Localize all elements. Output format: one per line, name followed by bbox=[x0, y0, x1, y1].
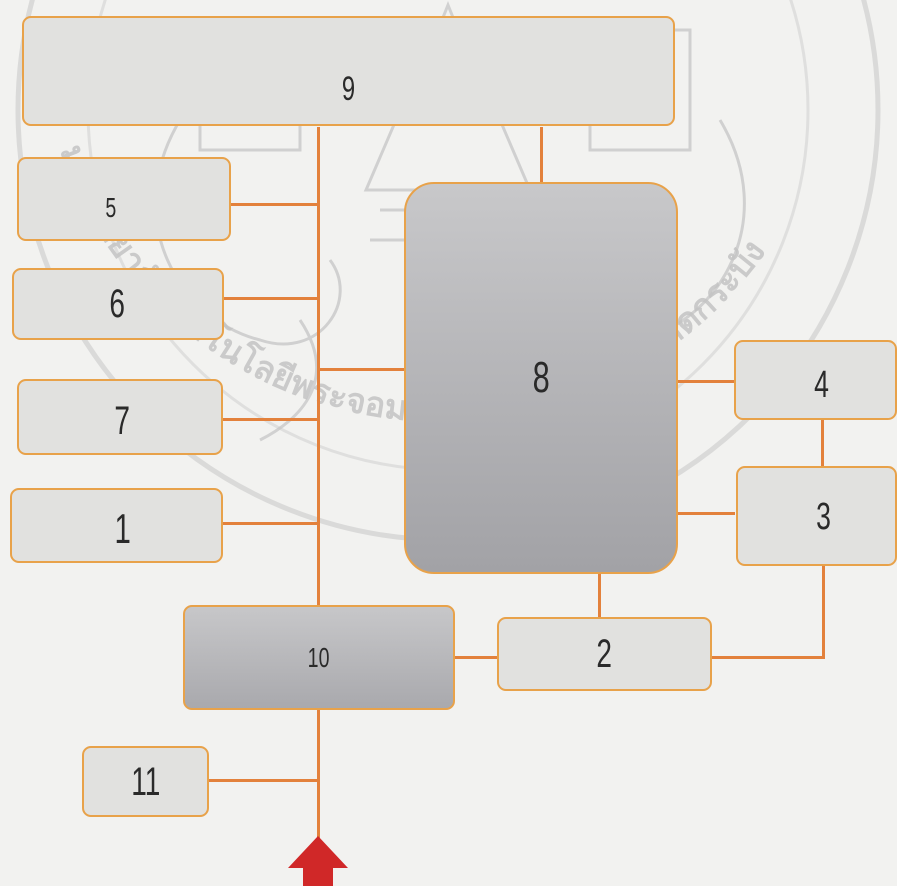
box-7: 7 bbox=[17, 379, 223, 455]
connector-box2-right bbox=[712, 656, 825, 659]
connector-box11 bbox=[208, 779, 319, 782]
connector-box1 bbox=[222, 522, 319, 525]
box-4-label: 4 bbox=[814, 366, 829, 404]
connector-box8-box3 bbox=[677, 512, 735, 515]
box-7-label: 7 bbox=[114, 401, 130, 441]
box-8-label: 8 bbox=[532, 356, 549, 400]
box-5-label: 5 bbox=[105, 194, 116, 222]
box-8: 8 bbox=[404, 182, 678, 574]
box-10-label: 10 bbox=[308, 644, 330, 672]
connector-box10-box2 bbox=[454, 656, 500, 659]
connector-spine bbox=[317, 127, 320, 867]
box-2: 2 bbox=[497, 617, 712, 691]
box-11-label: 11 bbox=[131, 762, 160, 802]
box-2-label: 2 bbox=[597, 634, 613, 674]
box-1: 1 bbox=[10, 488, 223, 563]
box-6: 6 bbox=[12, 268, 224, 340]
connector-box8-box4 bbox=[677, 380, 735, 383]
box-10: 10 bbox=[183, 605, 455, 710]
box-3-label: 3 bbox=[816, 498, 831, 536]
box-9: 9 bbox=[22, 16, 675, 126]
connector-box4-box3 bbox=[821, 420, 824, 466]
connector-box6 bbox=[222, 297, 319, 300]
connector-spine-box8 bbox=[319, 368, 406, 371]
connector-box5 bbox=[230, 203, 319, 206]
connector-box9-box8 bbox=[540, 127, 543, 182]
connector-box8-box2 bbox=[598, 574, 601, 620]
box-4: 4 bbox=[734, 340, 897, 420]
box-3: 3 bbox=[736, 466, 897, 566]
box-6-label: 6 bbox=[109, 284, 125, 324]
connector-box7 bbox=[222, 418, 319, 421]
box-11: 11 bbox=[82, 746, 209, 817]
box-1-label: 1 bbox=[115, 508, 131, 550]
connector-box3-down bbox=[822, 566, 825, 659]
box-9-label: 9 bbox=[342, 72, 355, 106]
box-5: 5 bbox=[17, 157, 231, 241]
